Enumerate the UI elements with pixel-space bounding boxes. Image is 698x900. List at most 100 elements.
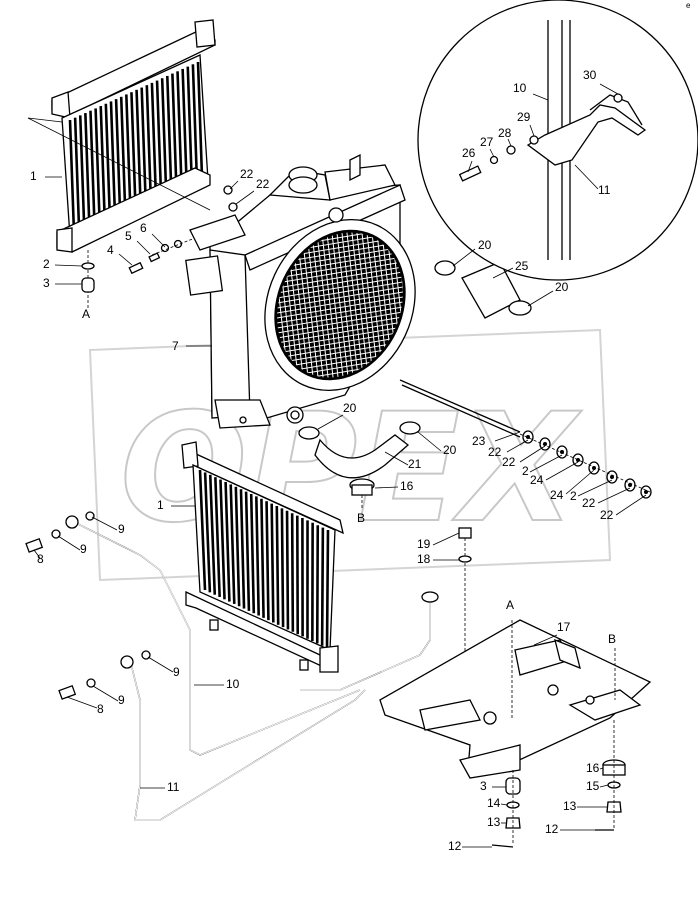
callout-c21: 21: [408, 457, 422, 471]
upper-mount-parts: [81, 250, 95, 310]
leader-line: [118, 253, 133, 266]
lower-mount-stack-right: [595, 720, 626, 831]
leader-line: [235, 190, 255, 205]
callout-c22b: 22: [256, 177, 270, 191]
corner-mark: e: [686, 1, 691, 10]
leader-line: [532, 93, 549, 101]
callout-c17: 17: [557, 620, 571, 634]
callout-c6: 6: [140, 221, 147, 235]
leader-line: [506, 439, 529, 453]
callout-c18: 18: [417, 552, 431, 566]
upper-radiator: [27, 19, 216, 253]
callout-c28: 28: [498, 126, 512, 140]
leader-line: [317, 414, 344, 430]
callout-c22e: 22: [582, 496, 596, 510]
callout-c16a: 16: [400, 479, 414, 493]
callout-c13b: 13: [487, 815, 501, 829]
callout-c16b: 16: [586, 761, 600, 775]
callout-c1a: 1: [30, 169, 37, 183]
callout-c27: 27: [480, 135, 494, 149]
callout-c24b: 24: [550, 488, 564, 502]
watermark-frame: [88, 328, 612, 582]
leader-line: [92, 685, 119, 702]
leader-line: [565, 469, 595, 495]
leader-line: [529, 124, 535, 137]
leader-line: [91, 516, 118, 531]
callout-c25: 25: [515, 259, 529, 273]
base-plate-17: [379, 619, 652, 779]
mount-cushion-3: [81, 277, 95, 293]
callout-c11b: 11: [167, 780, 180, 794]
leader-line: [417, 431, 442, 452]
leader-line: [533, 634, 558, 646]
callout-c2c: 2: [570, 489, 577, 503]
callout-c12b: 12: [448, 839, 462, 853]
radiator-housing: [185, 153, 427, 429]
callout-c9a: 9: [118, 522, 125, 536]
leader-line: [545, 461, 579, 481]
leader-line: [489, 148, 495, 158]
leader-line: [54, 264, 83, 267]
leader-line: [615, 494, 647, 516]
leader-line: [151, 233, 166, 248]
callout-cBb: B: [608, 632, 616, 646]
callout-c22f: 22: [600, 508, 614, 522]
leader-line: [57, 535, 81, 551]
callout-c5: 5: [125, 229, 132, 243]
callout-c9b: 9: [80, 542, 87, 556]
tie-rod-assembly: [399, 379, 652, 499]
leader-line: [599, 83, 619, 95]
leader-line: [33, 549, 41, 559]
hoses: [298, 260, 532, 510]
callout-c9d: 9: [118, 693, 125, 707]
leader-line: [432, 532, 460, 546]
callout-c30: 30: [583, 68, 597, 82]
clamp-11: [526, 104, 647, 166]
callout-c20c: 20: [343, 401, 357, 415]
leader-line: [147, 656, 174, 673]
leader-line: [529, 454, 563, 473]
callout-c3a: 3: [43, 276, 50, 290]
callout-c2b: 2: [522, 464, 529, 478]
callout-c22a: 22: [240, 167, 254, 181]
callout-c10b: 10: [226, 677, 240, 691]
callout-c23: 23: [472, 434, 486, 448]
detail-circle: [417, 0, 698, 281]
callout-c4: 4: [107, 243, 114, 257]
leader-line: [507, 138, 512, 147]
callout-c24a: 24: [530, 473, 544, 487]
callout-c12a: 12: [545, 822, 559, 836]
hose-25: [461, 261, 521, 319]
bracket-plate: [185, 255, 224, 296]
leader-line: [599, 784, 609, 788]
leader-line: [452, 248, 476, 267]
bracket-bolts: [128, 185, 238, 275]
callout-c1b: 1: [157, 498, 164, 512]
leader-line: [384, 451, 409, 466]
callout-c10a: 10: [513, 81, 527, 95]
callout-c20b: 20: [555, 280, 569, 294]
coolant-pipes: [25, 511, 439, 821]
callout-c22d: 22: [502, 455, 516, 469]
hose-21: [314, 434, 410, 479]
callout-c9c: 9: [173, 665, 180, 679]
callout-c11a: 11: [598, 183, 611, 197]
washer-2: [81, 262, 95, 270]
leader-line: [229, 180, 239, 190]
lower-radiator-fins: [198, 469, 330, 649]
callout-c26: 26: [462, 146, 476, 160]
callout-c19: 19: [417, 537, 431, 551]
callout-c2a: 2: [43, 257, 50, 271]
leader-line: [519, 445, 546, 463]
leader-line: [492, 267, 514, 279]
upper-radiator-fins: [68, 61, 204, 234]
lower-radiator: [181, 441, 344, 673]
callout-c14: 14: [487, 796, 501, 810]
callout-c29: 29: [517, 110, 531, 124]
leader-line: [500, 803, 508, 806]
callout-c8a: 8: [37, 552, 44, 566]
callout-cBa: B: [357, 511, 365, 525]
leader-lines: [33, 83, 647, 848]
